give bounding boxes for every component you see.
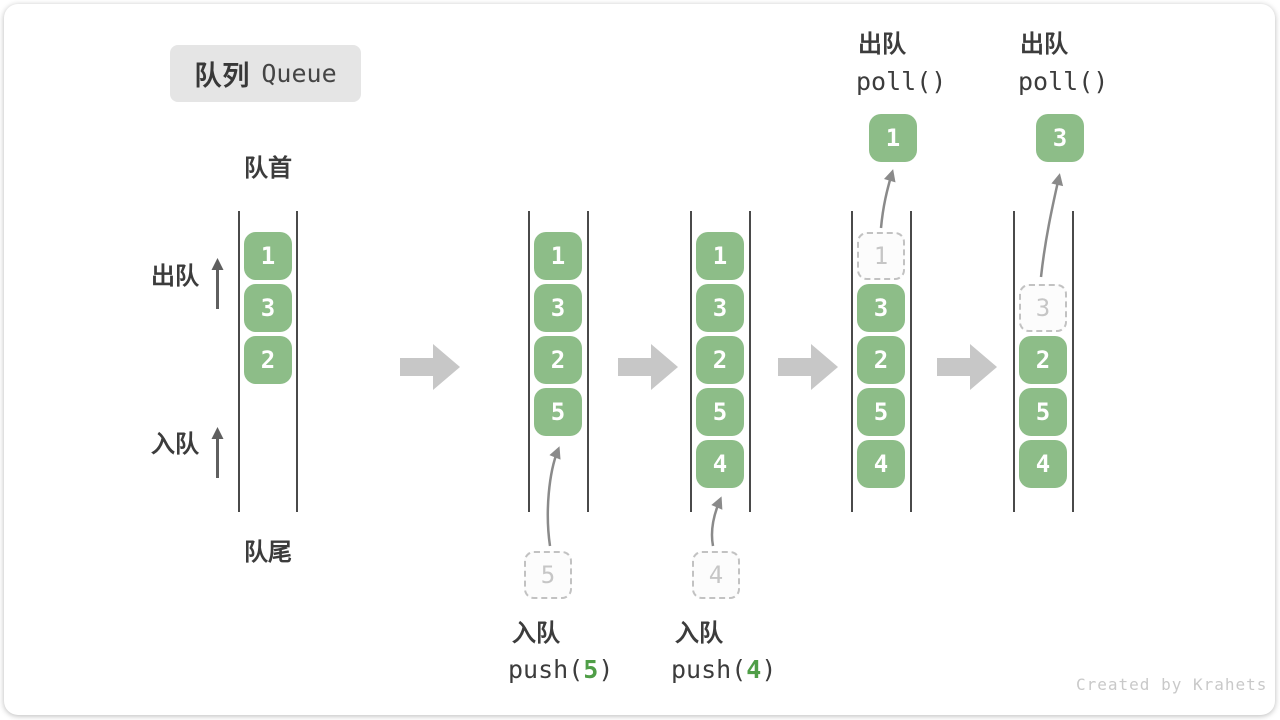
queue-box: 3 (534, 284, 582, 332)
enqueue-op-label: 入队 (512, 620, 560, 647)
enqueue-op-label: 入队 (675, 620, 723, 647)
queue-wall (238, 211, 240, 512)
queue-box: 4 (1019, 440, 1067, 488)
queue-box: 3 (857, 284, 905, 332)
queue-wall (587, 211, 589, 512)
code-text: push( (671, 655, 747, 684)
queue-wall (528, 211, 530, 512)
title-zh: 队列 (194, 61, 251, 91)
enqueue-op-code: push(4) (671, 656, 776, 684)
code-arg: 4 (746, 655, 762, 684)
queue-wall (296, 211, 298, 512)
queue-box: 5 (534, 388, 582, 436)
dequeue-op-code: poll() (1018, 67, 1109, 96)
dequeue-op-label: 出队 (858, 31, 906, 58)
queue-box: 4 (857, 440, 905, 488)
code-text: push( (508, 655, 584, 684)
queue-box: 1 (696, 232, 744, 280)
code-arg: 5 (583, 655, 599, 684)
incoming-value-box: 5 (524, 551, 572, 599)
ghost-box: 1 (857, 232, 905, 280)
queue-wall (851, 211, 853, 512)
queue-wall (910, 211, 912, 512)
code-text: ) (761, 655, 777, 684)
label-queue-front: 队首 (244, 155, 292, 182)
dequeue-op-label: 出队 (1020, 31, 1068, 58)
ghost-box: 3 (1019, 284, 1067, 332)
queue-box: 2 (857, 336, 905, 384)
queue-box: 2 (534, 336, 582, 384)
queue-box: 1 (534, 232, 582, 280)
queue-box: 3 (696, 284, 744, 332)
queue-box: 2 (244, 336, 292, 384)
queue-wall (690, 211, 692, 512)
queue-wall (1072, 211, 1074, 512)
queue-box: 1 (244, 232, 292, 280)
enqueue-op-code: push(5) (508, 656, 613, 684)
polled-value-box: 1 (869, 114, 917, 162)
label-enqueue-side: 入队 (151, 431, 199, 458)
label-queue-rear: 队尾 (244, 539, 292, 566)
queue-box: 5 (696, 388, 744, 436)
diagram-card (4, 4, 1275, 715)
queue-box: 2 (696, 336, 744, 384)
code-text: ) (598, 655, 614, 684)
label-dequeue-side: 出队 (151, 263, 199, 290)
queue-wall (1013, 211, 1015, 512)
title-badge: 队列 Queue (170, 45, 361, 102)
incoming-value-box: 4 (692, 551, 740, 599)
queue-wall (749, 211, 751, 512)
queue-box: 5 (1019, 388, 1067, 436)
queue-box: 2 (1019, 336, 1067, 384)
queue-box: 3 (244, 284, 292, 332)
title-en: Queue (261, 59, 337, 88)
dequeue-op-code: poll() (856, 67, 947, 96)
polled-value-box: 3 (1036, 114, 1084, 162)
queue-box: 4 (696, 440, 744, 488)
credit-text: Created by Krahets (1076, 675, 1268, 694)
queue-box: 5 (857, 388, 905, 436)
